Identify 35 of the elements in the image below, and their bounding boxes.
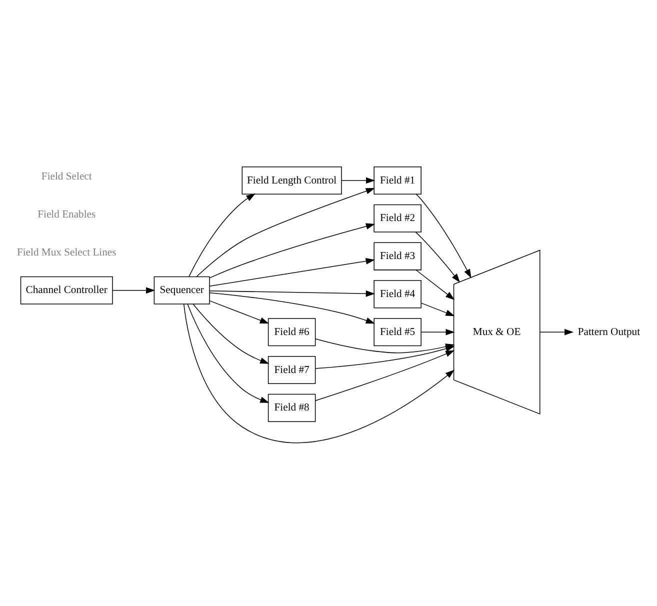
arrow	[209, 258, 375, 286]
arrow	[315, 350, 455, 401]
arrow	[187, 304, 270, 403]
node-box: Field #6	[268, 318, 316, 346]
label: Field Enables	[38, 209, 96, 220]
node-text: Pattern Output	[578, 326, 640, 338]
arrow	[209, 223, 376, 278]
arrow	[315, 346, 455, 369]
node-box: Field #5	[374, 318, 422, 346]
node-box: Mux & OE	[453, 250, 540, 415]
arrow	[415, 232, 460, 283]
node-box: Field #8	[268, 394, 316, 422]
arrow	[416, 194, 472, 278]
arrow	[209, 300, 270, 324]
arrow	[209, 290, 375, 297]
node-box: Channel Controller	[20, 276, 113, 304]
arrow	[341, 177, 376, 184]
node-box: Field #7	[268, 356, 316, 384]
label: Field Mux Select Lines	[16, 247, 116, 258]
arrow	[540, 328, 574, 336]
node-box: Field #1	[374, 166, 422, 194]
arrow	[188, 194, 256, 277]
arrow	[416, 270, 455, 300]
node-box: Field #3	[374, 242, 422, 270]
arrow	[209, 292, 376, 324]
node-box: Field Length Control	[242, 166, 342, 194]
arrow	[420, 328, 455, 336]
arrow	[112, 287, 156, 294]
node-box: Sequencer	[154, 276, 210, 304]
node-box: Field #4	[374, 280, 422, 308]
arrow	[192, 304, 270, 364]
node-box: Field #2	[374, 204, 422, 232]
arrow	[420, 302, 455, 316]
label: Field Select	[41, 171, 92, 182]
arrow	[196, 188, 376, 278]
